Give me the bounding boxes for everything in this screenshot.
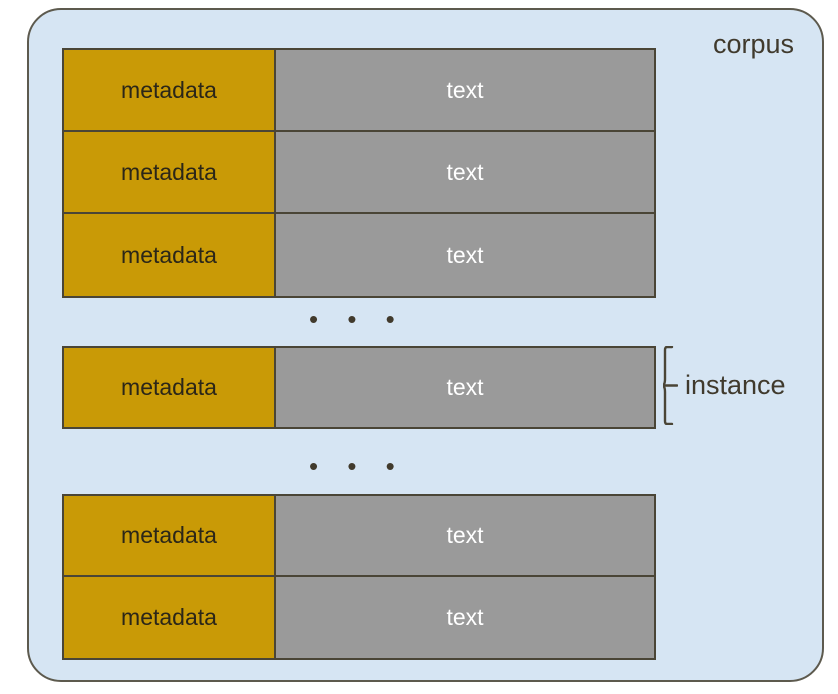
instance-label: instance	[685, 370, 786, 400]
metadata-cell: metadata	[64, 496, 276, 575]
metadata-cell: metadata	[64, 50, 276, 130]
instance-group-top: metadata text metadata text metadata tex…	[62, 48, 656, 298]
ellipsis-separator: • • •	[309, 451, 406, 481]
instance-row: metadata text	[64, 577, 654, 658]
metadata-cell: metadata	[64, 132, 276, 212]
text-cell: text	[276, 348, 654, 427]
metadata-cell: metadata	[64, 577, 276, 658]
instance-group-bottom: metadata text metadata text	[62, 494, 656, 660]
instance-annotation: instance	[663, 346, 786, 425]
instance-row: metadata text	[64, 132, 654, 214]
instance-row: metadata text	[64, 496, 654, 577]
curly-brace-icon	[663, 346, 678, 425]
text-cell: text	[276, 496, 654, 575]
instance-group-middle: metadata text	[62, 346, 656, 429]
text-cell: text	[276, 132, 654, 212]
ellipsis-separator: • • •	[309, 304, 406, 334]
metadata-cell: metadata	[64, 214, 276, 296]
instance-row: metadata text	[64, 348, 654, 427]
instance-row: metadata text	[64, 214, 654, 296]
metadata-cell: metadata	[64, 348, 276, 427]
text-cell: text	[276, 577, 654, 658]
instance-row: metadata text	[64, 50, 654, 132]
corpus-label: corpus	[713, 29, 795, 59]
corpus-container: corpus metadata text metadata text metad…	[27, 8, 824, 682]
text-cell: text	[276, 50, 654, 130]
text-cell: text	[276, 214, 654, 296]
